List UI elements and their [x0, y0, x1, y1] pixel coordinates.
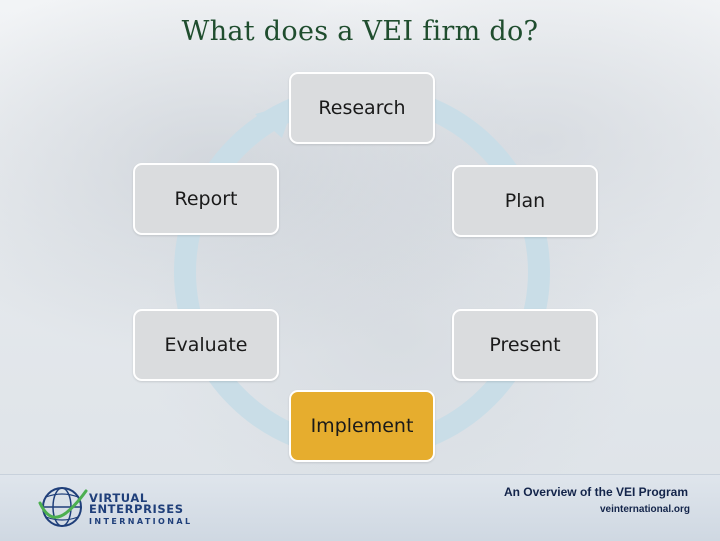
footer-website-link[interactable]: veinternational.org	[599, 504, 690, 515]
step-implement: Implement	[289, 390, 435, 462]
step-present: Present	[452, 309, 598, 381]
step-research: Research	[289, 72, 435, 144]
slide-background: What does a VEI firm do? Research Plan P…	[0, 0, 720, 474]
slide-title: What does a VEI firm do?	[181, 16, 539, 47]
logo-line-virtual: VIRTUAL	[89, 491, 148, 505]
globe-logo-icon	[38, 487, 88, 527]
cycle-arrowhead	[255, 104, 294, 138]
step-evaluate: Evaluate	[133, 309, 279, 381]
logo-line-enterprises: ENTERPRISES	[89, 502, 184, 516]
footer-tagline: An Overview of the VEI Program	[503, 485, 688, 499]
step-plan: Plan	[452, 165, 598, 237]
logo-wordmark: VIRTUAL ENTERPRISES INTERNATIONAL	[89, 491, 193, 527]
step-report: Report	[133, 163, 279, 235]
logo-line-international: INTERNATIONAL	[89, 517, 193, 526]
footer-bar: VIRTUAL ENTERPRISES INTERNATIONAL An Ove…	[0, 474, 720, 541]
